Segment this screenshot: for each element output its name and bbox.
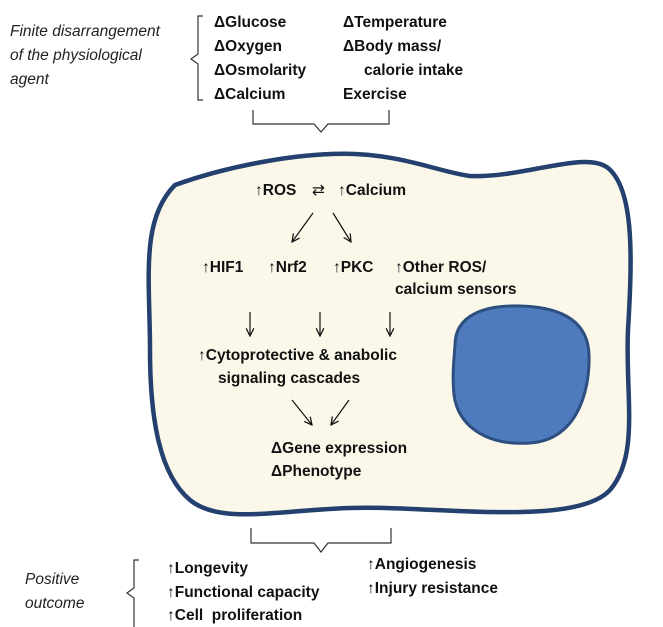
exchange-icon: ⇄ bbox=[312, 182, 325, 199]
bottom-brace bbox=[250, 528, 392, 553]
phenotype-label: ΔPhenotype bbox=[271, 463, 362, 480]
hif1-label: ↑HIF1 bbox=[202, 259, 244, 276]
outcome-longevity: ↑Longevity bbox=[167, 560, 248, 577]
agent-temperature: ΔTemperature bbox=[343, 14, 447, 31]
agent-exercise: Exercise bbox=[343, 86, 407, 103]
arrow-to-pkc bbox=[332, 212, 351, 242]
outcome-angiogenesis: ↑Angiogenesis bbox=[367, 556, 477, 573]
agent-calcium: ΔCalcium bbox=[214, 86, 286, 103]
top-left-brace bbox=[189, 15, 203, 101]
outcome-injury-resistance: ↑Injury resistance bbox=[367, 580, 498, 597]
other-sensors-line1: ↑Other ROS/ bbox=[395, 259, 487, 276]
agent-oxygen: ΔOxygen bbox=[214, 38, 282, 55]
other-sensors-line2: calcium sensors bbox=[395, 281, 517, 298]
calcium-label: ↑Calcium bbox=[338, 182, 407, 199]
pkc-label: ↑PKC bbox=[333, 259, 374, 276]
top-label-line3: agent bbox=[10, 71, 49, 88]
bottom-left-brace bbox=[125, 559, 139, 627]
outcome-cell-proliferation: ↑Cell proliferation bbox=[167, 607, 303, 624]
nucleus bbox=[451, 304, 591, 445]
agent-osmolarity: ΔOsmolarity bbox=[214, 62, 307, 79]
top-label-line2: of the physiological bbox=[10, 47, 142, 64]
agent-body-mass: ΔBody mass/ bbox=[343, 38, 442, 55]
ros-label: ↑ROS bbox=[255, 182, 297, 199]
agent-glucose: ΔGlucose bbox=[214, 14, 287, 31]
top-brace bbox=[252, 110, 390, 133]
agent-calorie-intake: calorie intake bbox=[364, 62, 464, 79]
cascades-line1: ↑Cytoprotective & anabolic bbox=[198, 347, 397, 364]
outcome-functional-capacity: ↑Functional capacity bbox=[167, 584, 320, 601]
arrow-to-gene-right bbox=[331, 399, 350, 425]
arrow-to-nrf2 bbox=[292, 212, 314, 242]
arrow-to-gene-left bbox=[291, 399, 312, 425]
bottom-label-line2: outcome bbox=[25, 595, 85, 612]
gene-expression-label: ΔGene expression bbox=[271, 440, 408, 457]
cascades-line2: signaling cascades bbox=[218, 370, 361, 387]
top-label-line1: Finite disarrangement bbox=[10, 23, 160, 40]
nrf2-label: ↑Nrf2 bbox=[268, 259, 307, 276]
bottom-label-line1: Positive bbox=[25, 571, 80, 588]
